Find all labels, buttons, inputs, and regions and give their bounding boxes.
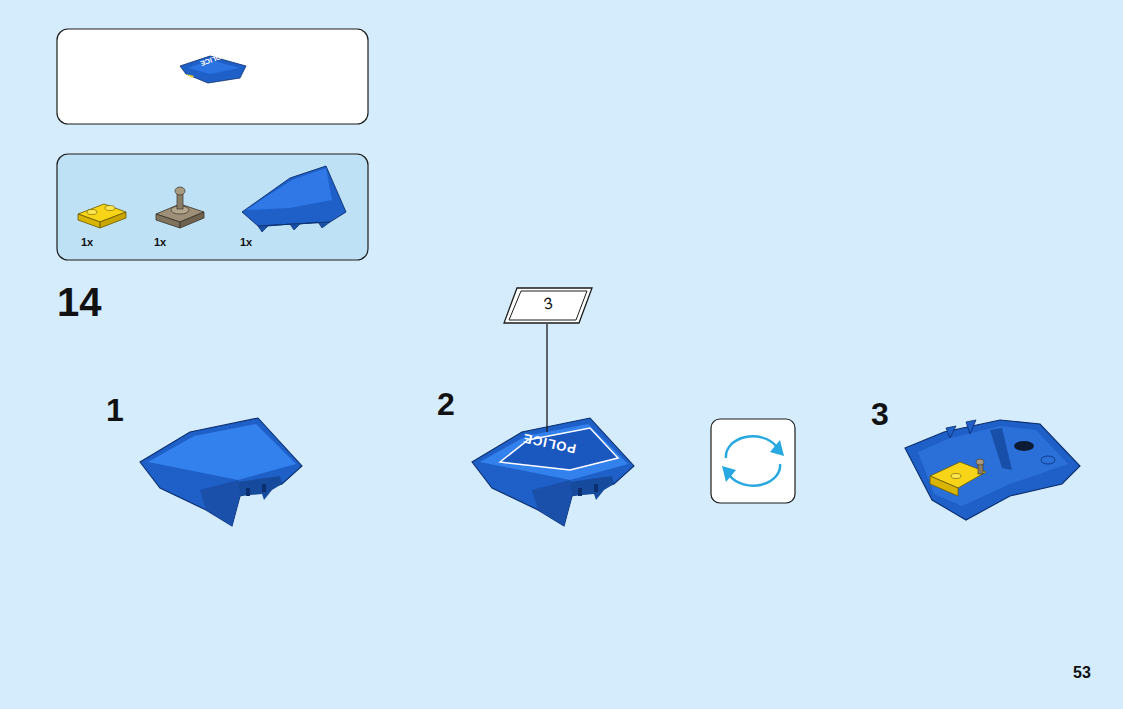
substep-number: 3 xyxy=(871,396,889,433)
step-number: 14 xyxy=(57,280,102,325)
part-count: 1x xyxy=(154,236,166,248)
substep-number: 2 xyxy=(437,386,455,423)
part-count: 1x xyxy=(240,236,252,248)
part-count: 1x xyxy=(81,236,93,248)
page-number: 53 xyxy=(1073,664,1091,682)
substep-number: 1 xyxy=(106,392,124,429)
sticker-callout: 3 xyxy=(503,287,593,324)
finished-piece-box: POLICE xyxy=(200,56,240,70)
parts-list-box: 1x 1x 1x xyxy=(57,154,368,260)
